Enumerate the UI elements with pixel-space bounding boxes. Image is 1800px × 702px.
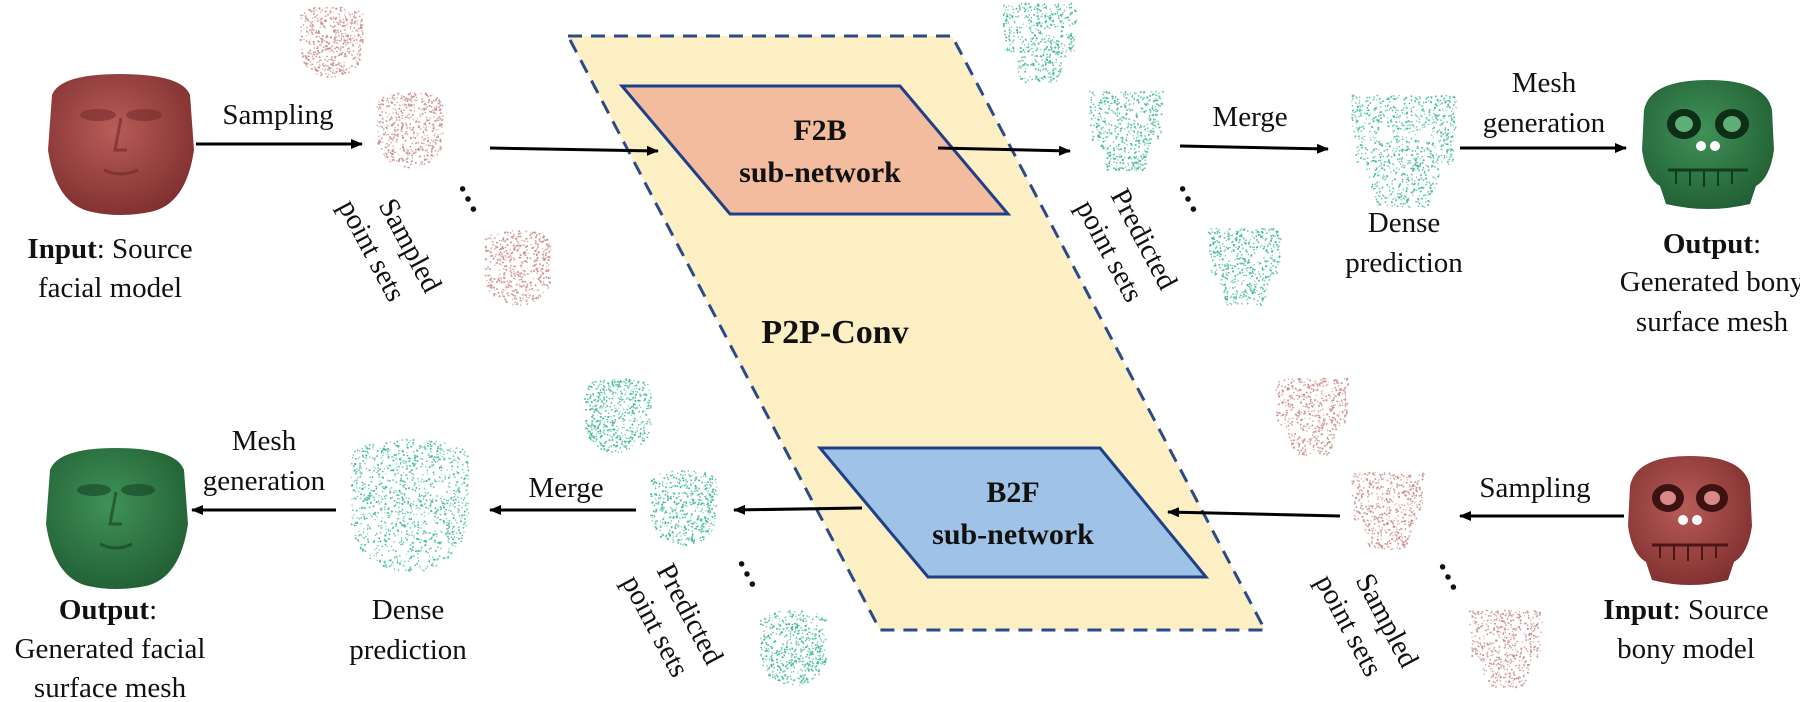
skull-point-cloud-icon [1207, 227, 1282, 307]
top-input-to-f2b-arrow [489, 145, 659, 156]
bony-mesh-icon [1642, 80, 1774, 209]
face-model-icon [48, 74, 194, 215]
top-mesh-label-line1: Mesh [1512, 67, 1577, 99]
bottom-sampling-label: Sampling [1479, 472, 1590, 504]
skull-point-cloud-icon [1351, 94, 1458, 208]
f2b-title: F2B [793, 114, 846, 147]
top-output-label-line3: surface mesh [1636, 306, 1789, 338]
skull-point-cloud-icon [1275, 377, 1350, 457]
top-sampled-ellipsis: … [451, 171, 500, 218]
f2b-to-predicted-arrow [937, 145, 1071, 156]
p2p-conv-label: P2P-Conv [761, 314, 908, 351]
top-input-label: Input: Source [27, 233, 192, 265]
f2b-box-shape [618, 84, 1012, 216]
top-predicted-ellipsis: … [1171, 171, 1220, 218]
bottom-sampled-ellipsis: … [1431, 549, 1480, 596]
top-merge-arrow [1179, 143, 1329, 154]
b2f-subtitle: sub-network [932, 518, 1094, 551]
top-merge-label: Merge [1212, 101, 1287, 133]
bottom-output-label-line2: Generated facial [15, 633, 206, 665]
face-point-cloud-icon [376, 92, 444, 169]
skull-model-icon [1628, 456, 1752, 585]
bottom-mesh-label-line2: generation [203, 465, 326, 497]
bottom-predicted-ellipsis: … [730, 546, 779, 593]
b2f-to-predicted-arrow [733, 504, 863, 515]
b2f-subnetwork-box: B2F sub-network [816, 446, 1210, 579]
face-point-cloud-icon [759, 610, 828, 686]
top-dense-label-line2: prediction [1345, 247, 1463, 279]
skull-point-cloud-icon [1351, 471, 1426, 551]
sampled-to-b2f-arrow [1167, 507, 1341, 518]
f2b-subtitle: sub-network [739, 156, 901, 189]
skull-point-cloud-icon [1002, 2, 1078, 84]
top-output-label-line2: Generated bony [1620, 266, 1800, 298]
bottom-output-label-line3: surface mesh [34, 672, 187, 702]
top-sampling-label: Sampling [222, 99, 333, 131]
bottom-input-label-line2: bony model [1617, 633, 1755, 665]
face-point-cloud-icon [650, 469, 718, 547]
face-point-cloud-icon [299, 6, 364, 78]
bottom-mesh-label-line1: Mesh [232, 425, 297, 457]
face-point-cloud-icon [350, 438, 470, 573]
top-input-label-line2: facial model [38, 272, 182, 304]
bottom-input-label: Input: Source [1603, 594, 1768, 626]
bottom-dense-label-line2: prediction [349, 634, 467, 666]
skull-point-cloud-icon [1088, 90, 1164, 172]
skull-point-cloud-icon [1468, 609, 1543, 689]
bottom-dense-label-line1: Dense [372, 594, 444, 626]
bottom-output-label: Output: [59, 594, 157, 626]
top-output-label: Output: [1663, 228, 1761, 260]
face-point-cloud-icon [484, 229, 552, 306]
b2f-title: B2F [986, 476, 1039, 509]
top-mesh-label-line2: generation [1483, 107, 1606, 139]
f2b-subnetwork-box: F2B sub-network [618, 84, 1012, 216]
facial-mesh-icon [46, 448, 188, 589]
top-dense-label-line1: Dense [1368, 207, 1440, 239]
bottom-merge-label: Merge [528, 472, 603, 504]
b2f-box-shape [816, 446, 1210, 579]
face-point-cloud-icon [583, 378, 652, 454]
